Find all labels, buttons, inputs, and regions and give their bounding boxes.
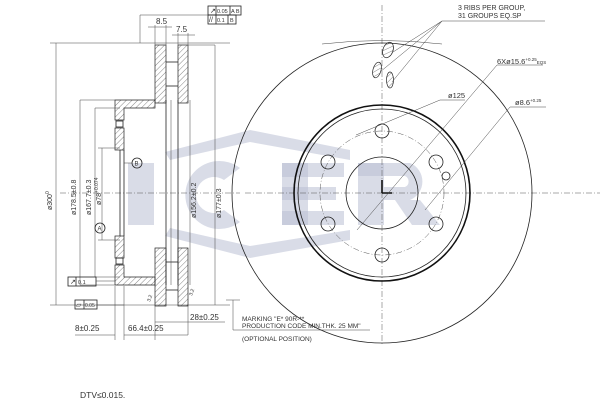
marking-note-line2: PRODUCTION CODE MIN.THK. 25 MM" <box>242 323 361 330</box>
tolerance-frame-runout-top: ↗ 0.05 A B <box>207 5 242 16</box>
dim-overall-height: 66.4±0.25 <box>128 324 164 333</box>
bolt-holes-label: 6Xø15.6+0.25EQS <box>497 57 546 66</box>
dim-dia-178: ø178.5±0.8 <box>71 180 78 215</box>
pcd-label: ø125 <box>448 91 465 100</box>
dim-dia-156: ø156.2±0.2 <box>191 183 198 218</box>
tolerance-frame-runout-left: ↗ 0.1 <box>67 276 97 287</box>
dim-dia-177: ø177±0.3 <box>216 188 223 218</box>
vent-ribs <box>372 41 394 89</box>
pin-hole-label: ø8.6+0.25 <box>515 98 542 107</box>
dim-dia-167: ø167.7±0.3 <box>86 180 93 215</box>
svg-text:B: B <box>230 18 234 24</box>
icer-watermark <box>128 130 440 258</box>
svg-text:0.1: 0.1 <box>217 18 225 24</box>
dim-cheek-thickness: 7.5 <box>176 25 188 34</box>
svg-text:0.05: 0.05 <box>85 303 95 309</box>
svg-text://: // <box>209 17 213 24</box>
dim-hat-thickness: 8.5 <box>156 17 168 26</box>
svg-text:⏥: ⏥ <box>76 302 82 309</box>
svg-text:0.1: 0.1 <box>78 280 86 286</box>
dtv-note: DTV≤0.015. <box>80 390 125 400</box>
datum-a: A <box>98 227 102 233</box>
datum-b: B <box>135 162 139 168</box>
svg-text:↗: ↗ <box>70 279 76 286</box>
section-view: ø3000 ø178.5±0.8 ø167.7±0.3 ø78+0.074 ø1… <box>45 5 242 340</box>
dim-disc-thickness: 28±0.25 <box>190 313 219 322</box>
marking-note-line3: (OPTIONAL POSITION) <box>242 336 312 343</box>
pin-hole <box>441 171 451 181</box>
ribs-note-line2: 31 GROUPS EQ.SP <box>458 13 522 20</box>
dim-center-bore: ø78+0.074 <box>94 177 103 205</box>
dim-outer-diameter: ø3000 <box>45 191 54 210</box>
tolerance-frame-flatness-left: ⏥ 0.05 <box>74 299 98 310</box>
dim-hub-thickness: 8±0.25 <box>75 324 100 333</box>
marking-note-line1: MARKING "E* 90R-** <box>242 316 305 323</box>
front-view: 3 RIBS PER GROUP, 31 GROUPS EQ.SP 6Xø15.… <box>226 5 600 345</box>
svg-text:A B: A B <box>231 9 240 15</box>
svg-text:↗: ↗ <box>210 8 216 15</box>
dim-chamfer-right: 3.2 <box>188 288 196 297</box>
tolerance-frame-parallel-top: // 0.1 B <box>207 14 237 25</box>
ribs-note-line1: 3 RIBS PER GROUP, <box>458 5 525 12</box>
svg-text:0.05: 0.05 <box>217 9 228 15</box>
dim-chamfer-left: 3.2 <box>146 294 154 303</box>
